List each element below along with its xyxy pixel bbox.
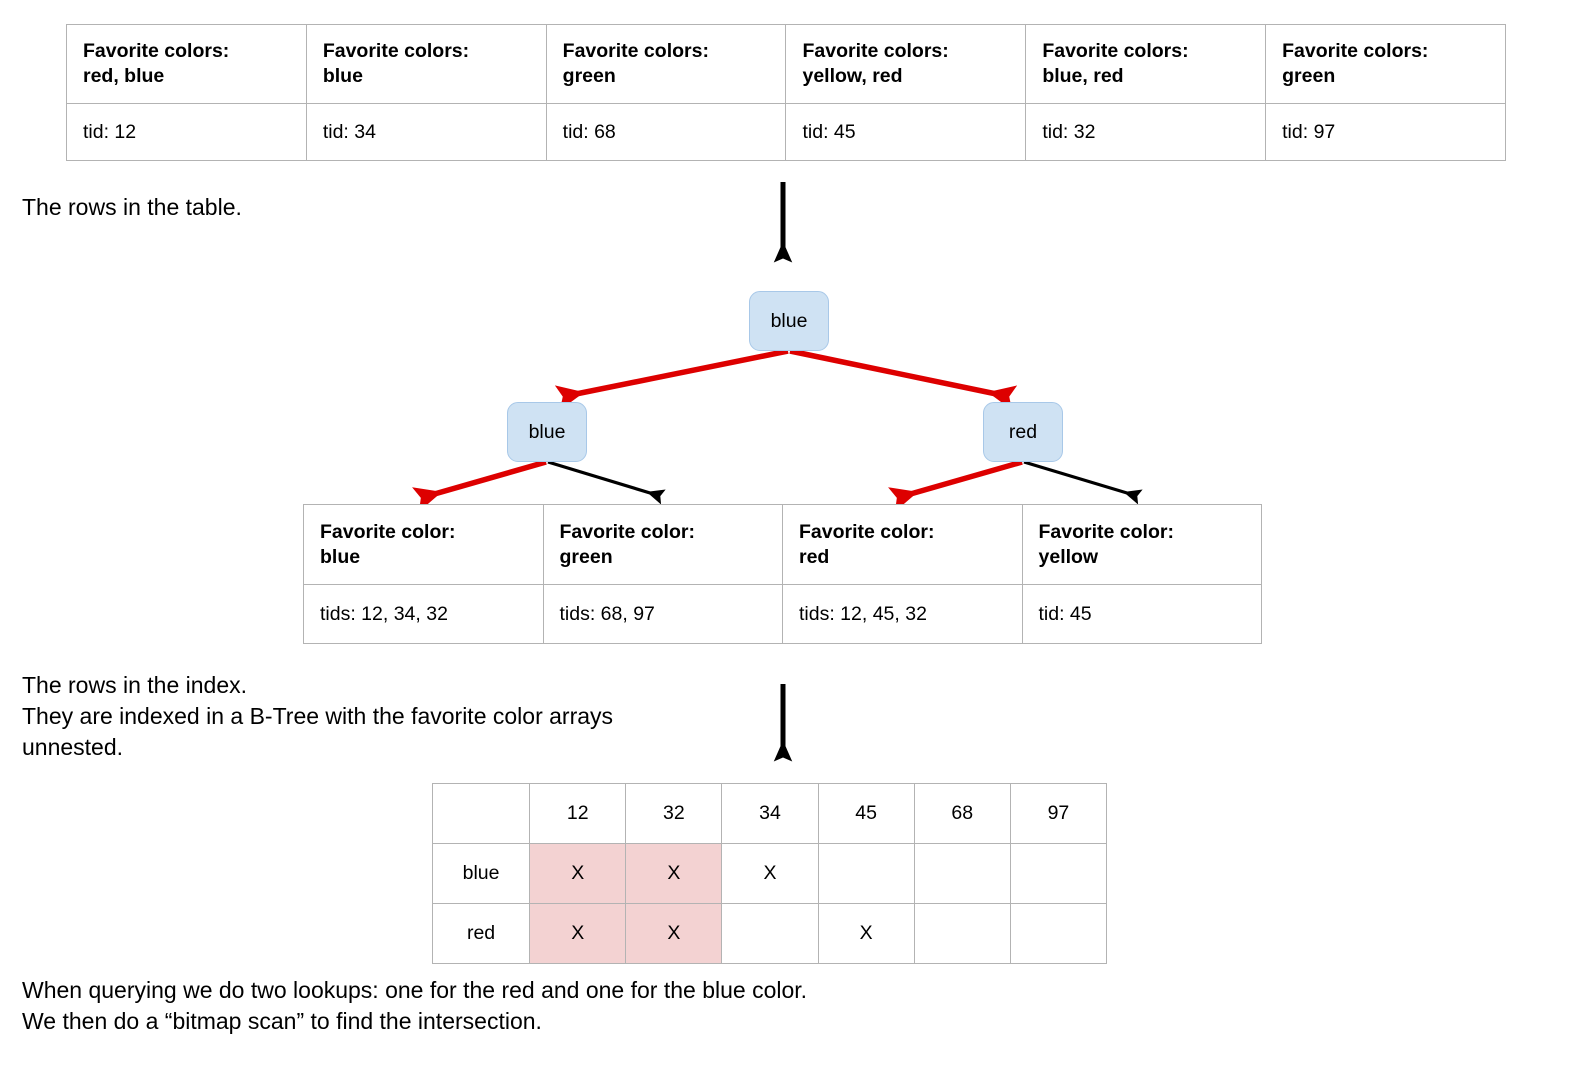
rows-header-prefix: Favorite colors:: [1042, 40, 1189, 62]
rows-table-tid-cell: tid: 34: [305, 103, 547, 161]
rows-header-value: yellow, red: [802, 65, 903, 87]
rows-table-header-cell: Favorite colors: green: [545, 24, 787, 104]
index-header-value: red: [799, 545, 830, 568]
bitmap-cell: X: [817, 903, 915, 964]
caption-rows-in-table: The rows in the table.: [22, 194, 242, 220]
bitmap-tid-header: 34: [721, 783, 819, 844]
bitmap-tid-header: 68: [913, 783, 1011, 844]
btree-child-node-red: red: [983, 402, 1063, 462]
bitmap-cell: [1009, 843, 1108, 904]
arrow-blue-to-leaf-blue: [412, 459, 547, 512]
bitmap-tid-header: 12: [529, 783, 627, 844]
index-table-header-cell: Favorite color: red: [782, 504, 1023, 585]
bitmap-cell: X: [529, 843, 627, 904]
bitmap-tid-header: 97: [1009, 783, 1108, 844]
rows-header-prefix: Favorite colors:: [562, 40, 709, 62]
bitmap-cell: [1009, 903, 1108, 964]
bitmap-cell: X: [529, 903, 627, 964]
arrow-red-to-leaf-red: [888, 459, 1023, 512]
index-header-prefix: Favorite color:: [1038, 520, 1174, 543]
rows-table-tid-row: tid: 12 tid: 34 tid: 68 tid: 45 tid: 32 …: [66, 103, 1506, 161]
arrow-blue-to-leaf-green: [547, 460, 666, 505]
index-table-header-cell: Favorite color: blue: [303, 504, 544, 585]
rows-header-value: green: [562, 65, 616, 87]
rows-table-tid-cell: tid: 97: [1265, 103, 1506, 161]
bitmap-cell: X: [721, 843, 819, 904]
bitmap-row-red: red X X X: [431, 903, 1108, 964]
caption-query-explanation: When querying we do two lookups: one for…: [22, 977, 808, 1034]
rows-table-tid-cell: tid: 45: [785, 103, 1027, 161]
btree-child-label: red: [1008, 420, 1038, 443]
index-header-prefix: Favorite color:: [799, 520, 935, 543]
bitmap-table: 12 32 34 45 68 97 blue X X X red X X X: [431, 783, 1108, 964]
rows-table: Favorite colors: red, blue Favorite colo…: [66, 24, 1506, 161]
bitmap-row-blue: blue X X X: [431, 843, 1108, 904]
rows-header-value: green: [1282, 65, 1336, 87]
arrow-root-to-red: [789, 348, 1018, 411]
bitmap-cell: [913, 903, 1011, 964]
rows-table-tid-cell: tid: 12: [66, 103, 307, 161]
rows-table-tid-cell: tid: 68: [545, 103, 787, 161]
bitmap-row-label: blue: [431, 843, 531, 904]
rows-table-header-cell: Favorite colors: green: [1265, 24, 1506, 104]
bitmap-cell: [721, 903, 819, 964]
bitmap-cell: [817, 843, 915, 904]
btree-child-label: blue: [528, 420, 566, 443]
index-table-tid-cell: tids: 68, 97: [542, 584, 783, 644]
bitmap-tid-header: 32: [625, 783, 723, 844]
bitmap-header-row: 12 32 34 45 68 97: [431, 783, 1108, 844]
index-header-prefix: Favorite color:: [559, 520, 695, 543]
btree-child-node-blue: blue: [507, 402, 587, 462]
index-table-header-cell: Favorite color: yellow: [1021, 504, 1262, 585]
bitmap-tid-header: 45: [817, 783, 915, 844]
index-header-value: blue: [320, 545, 361, 568]
rows-header-value: blue, red: [1042, 65, 1124, 87]
rows-table-tid-cell: tid: 32: [1025, 103, 1267, 161]
bitmap-cell: X: [625, 903, 723, 964]
bitmap-corner-cell: [431, 783, 531, 844]
index-table-header-row: Favorite color: blue Favorite color: gre…: [303, 504, 1262, 585]
rows-header-prefix: Favorite colors:: [322, 40, 470, 62]
index-table-tid-row: tids: 12, 34, 32 tids: 68, 97 tids: 12, …: [303, 584, 1262, 644]
rows-table-header-cell: Favorite colors: red, blue: [66, 24, 307, 104]
bitmap-row-label: red: [431, 903, 531, 964]
rows-header-prefix: Favorite colors:: [1282, 40, 1429, 62]
rows-table-header-cell: Favorite colors: yellow, red: [785, 24, 1027, 104]
index-header-value: yellow: [1038, 545, 1099, 568]
index-table-tid-cell: tids: 12, 45, 32: [782, 584, 1023, 644]
index-table-header-cell: Favorite color: green: [542, 504, 783, 585]
caption-rows-in-index: The rows in the index. They are indexed …: [22, 672, 614, 760]
bitmap-cell: X: [625, 843, 723, 904]
rows-table-header-cell: Favorite colors: blue, red: [1025, 24, 1267, 104]
index-table-tid-cell: tids: 12, 34, 32: [303, 584, 544, 644]
arrow-root-to-blue: [554, 348, 789, 411]
index-table: Favorite color: blue Favorite color: gre…: [303, 504, 1262, 644]
rows-table-header-row: Favorite colors: red, blue Favorite colo…: [66, 24, 1506, 104]
rows-header-prefix: Favorite colors:: [802, 40, 949, 62]
index-header-value: green: [559, 545, 613, 568]
rows-table-header-cell: Favorite colors: blue: [305, 24, 547, 104]
bitmap-cell: [913, 843, 1011, 904]
btree-root-node: blue: [749, 291, 829, 351]
arrow-red-to-leaf-yellow: [1023, 460, 1143, 505]
index-table-tid-cell: tid: 45: [1021, 584, 1262, 644]
rows-header-prefix: Favorite colors:: [83, 40, 230, 62]
rows-header-value: blue: [322, 65, 363, 87]
btree-root-label: blue: [770, 309, 808, 332]
rows-header-value: red, blue: [83, 65, 165, 87]
index-header-prefix: Favorite color:: [320, 520, 456, 543]
